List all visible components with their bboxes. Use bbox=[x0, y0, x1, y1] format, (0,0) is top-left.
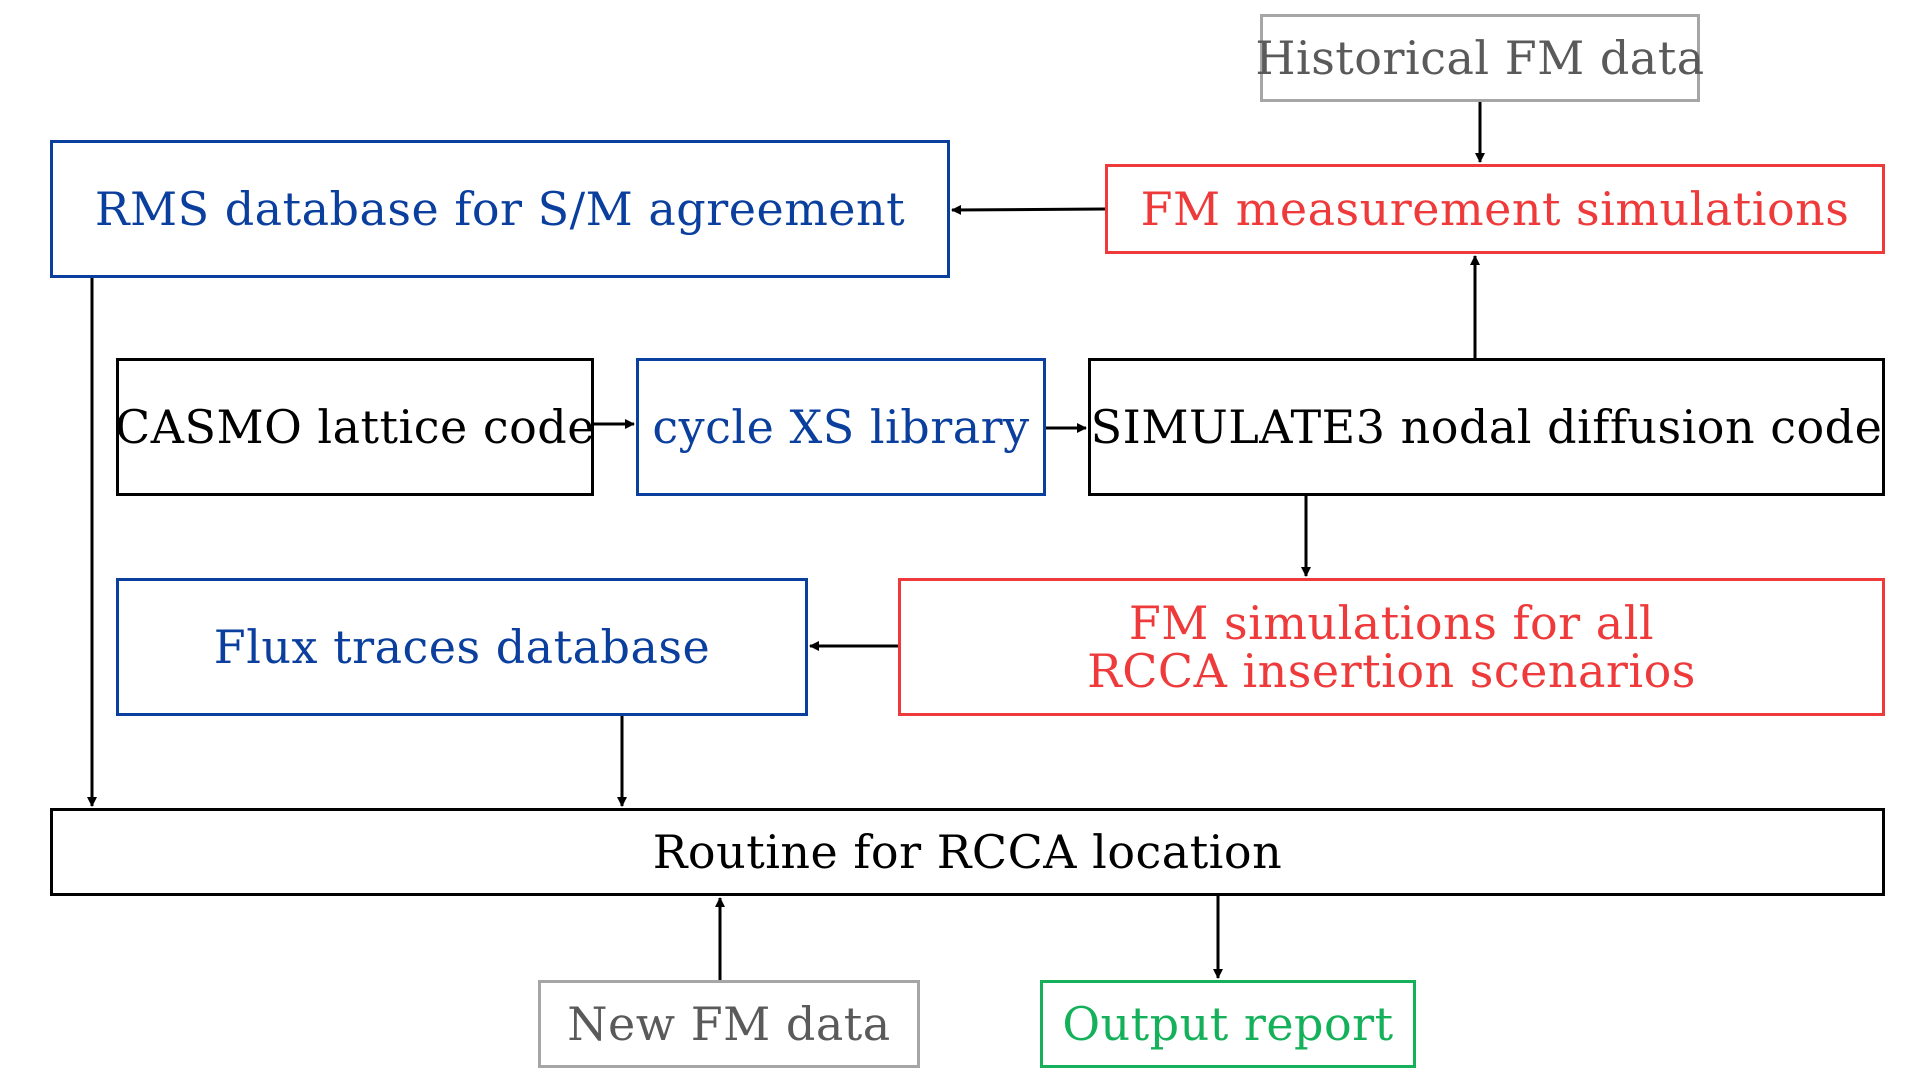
fm-simulations-all-line1: FM simulations for all bbox=[1128, 595, 1655, 650]
simulate3-box: SIMULATE3 nodal diffusion code bbox=[1088, 358, 1885, 496]
fm-simulations-all-scenarios-box: FM simulations for all RCCA insertion sc… bbox=[898, 578, 1885, 716]
historical-fm-data-label: Historical FM data bbox=[1255, 30, 1705, 85]
routine-rcca-location-box: Routine for RCCA location bbox=[50, 808, 1885, 896]
arrow-fm-measurement-to-rms bbox=[951, 204, 1106, 215]
flux-traces-database-label: Flux traces database bbox=[213, 619, 711, 674]
routine-rcca-location-label: Routine for RCCA location bbox=[652, 824, 1283, 879]
new-fm-data-box: New FM data bbox=[538, 980, 920, 1068]
simulate3-label: SIMULATE3 nodal diffusion code bbox=[1090, 399, 1883, 454]
rms-database-label: RMS database for S/M agreement bbox=[94, 181, 906, 236]
fm-measurement-simulations-label: FM measurement simulations bbox=[1140, 181, 1850, 236]
flux-traces-database-box: Flux traces database bbox=[116, 578, 808, 716]
rms-database-box: RMS database for S/M agreement bbox=[50, 140, 950, 278]
output-report-label: Output report bbox=[1062, 996, 1394, 1051]
fm-simulations-all-line2: RCCA insertion scenarios bbox=[1087, 644, 1696, 698]
historical-fm-data-box: Historical FM data bbox=[1255, 14, 1704, 102]
cycle-xs-library-box: cycle XS library bbox=[636, 358, 1046, 496]
new-fm-data-label: New FM data bbox=[567, 996, 891, 1051]
cycle-xs-library-label: cycle XS library bbox=[652, 399, 1030, 454]
casmo-lattice-code-label: CASMO lattice code bbox=[115, 399, 595, 454]
casmo-lattice-code-box: CASMO lattice code bbox=[115, 358, 595, 496]
fm-measurement-simulations-box: FM measurement simulations bbox=[1105, 164, 1885, 254]
output-report-box: Output report bbox=[1040, 980, 1416, 1068]
